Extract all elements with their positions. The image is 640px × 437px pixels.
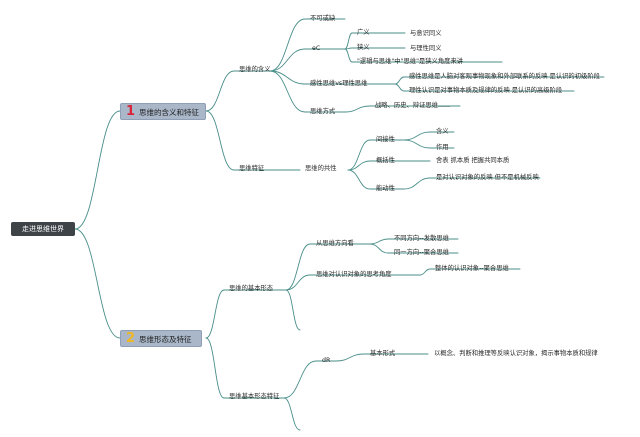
connector-25 (205, 337, 285, 399)
connector-18 (347, 160, 405, 171)
connector-21 (403, 139, 455, 149)
node-basic-form[interactable]: 基本形式 (370, 350, 396, 357)
node-basic-form-desc[interactable]: 以概念、判断和推理等反映认识对象，揭示事物本质和规律 (434, 350, 598, 357)
node-modes-desc[interactable]: 战略、历史、辩证思维...... (375, 102, 450, 109)
connector-8 (344, 32, 375, 50)
node-modes[interactable]: 思维方式 (310, 108, 336, 115)
node-perceptual-desc[interactable]: 感性思维是人脑对客观事物现象和外部联系的反映 是认识的初级阶段 (409, 73, 600, 80)
node-features[interactable]: 思维特征 (239, 165, 265, 172)
node-direction[interactable]: 从思维方向看 (316, 240, 354, 247)
node-indispensable[interactable]: 不可或缺 (310, 15, 336, 22)
node-object-angle[interactable]: 思维对认识对象的思考角度 (316, 271, 392, 278)
connector-33 (283, 397, 301, 431)
connector-1 (74, 228, 121, 339)
category-label: 思维形态及特征 (139, 335, 192, 344)
connector-27 (285, 274, 421, 291)
connector-17 (347, 139, 405, 171)
node-meaning-item[interactable]: 含义 (436, 128, 449, 135)
node-indirect[interactable]: 间接性 (376, 136, 395, 143)
category-meaning-features[interactable]: 1 思维的含义和特征 (120, 103, 206, 120)
category-forms-features[interactable]: 2 思维形态及特征 (120, 330, 202, 347)
node-holistic[interactable]: 整体的认识对象--聚合思维 (435, 265, 509, 272)
node-ec[interactable]: eC (312, 45, 321, 52)
connector-14 (394, 83, 575, 92)
connector-28 (285, 289, 301, 331)
connector-20 (403, 131, 455, 141)
node-convergent[interactable]: 同一方向--聚合思维 (394, 249, 449, 256)
node-generality-desc[interactable]: 舍表 抓本质 把握共同本质 (436, 157, 510, 164)
node-broad[interactable]: 广义 (357, 29, 370, 36)
node-meaning[interactable]: 思维的含义 (239, 66, 271, 73)
connector-24 (205, 289, 287, 339)
node-narrow-desc[interactable]: 与理性同义 (410, 45, 442, 52)
connector-26 (285, 243, 371, 291)
connector-34 (335, 353, 405, 362)
category-number-2: 2 (126, 331, 136, 346)
connector-10 (344, 48, 503, 63)
node-dr[interactable]: dR (322, 357, 331, 364)
connector-15 (344, 105, 461, 113)
category-label: 思维的含义和特征 (139, 108, 199, 117)
node-form-features[interactable]: 思维基本形态特征 (229, 393, 280, 400)
node-commonality[interactable]: 思维的共性 (305, 165, 337, 172)
connector-19 (347, 169, 405, 190)
node-activity[interactable]: 能动性 (376, 185, 395, 192)
node-divergent[interactable]: 不同方向--发散思维 (394, 235, 449, 242)
connector-23 (403, 177, 541, 190)
node-narrow[interactable]: 狭义 (357, 44, 370, 51)
connector-7 (269, 70, 346, 113)
connector-31 (419, 268, 521, 276)
node-basic-forms[interactable]: 思维的基本形态 (229, 285, 274, 292)
connector-3 (205, 110, 271, 171)
node-activity-desc[interactable]: 是对认识对象的反映 但不是机械反映 (436, 174, 539, 181)
node-generality[interactable]: 概括性 (376, 157, 395, 164)
category-number-1: 1 (126, 104, 136, 119)
node-function-item[interactable]: 作用 (436, 144, 449, 151)
node-rational-desc[interactable]: 理性认识是对事物本质及规律的反映 是认识的高级阶段 (409, 87, 563, 94)
node-perceptual-rational[interactable]: 感性思维vs理性思维 (310, 80, 368, 87)
connector-32 (283, 360, 337, 399)
root-node[interactable]: 走进思维世界 (11, 222, 75, 236)
node-logic-note[interactable]: "逻辑与思维"中"思维"是狭义角度来讲 (357, 58, 464, 65)
connector-0 (74, 110, 121, 230)
connector-6 (269, 70, 396, 85)
connector-5 (269, 48, 346, 72)
connector-29 (369, 238, 459, 245)
node-broad-desc[interactable]: 与意识同义 (410, 30, 442, 37)
connector-4 (269, 18, 346, 72)
connector-30 (369, 243, 459, 254)
connector-2 (205, 70, 271, 112)
connector-13 (394, 76, 605, 85)
